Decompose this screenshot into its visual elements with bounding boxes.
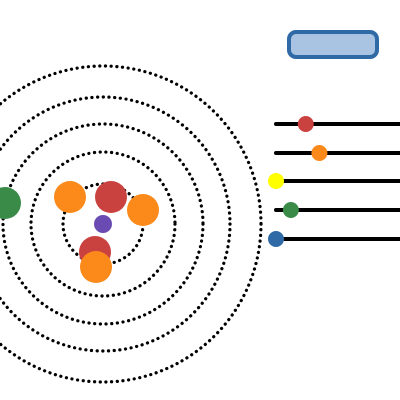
orbit-body-green-1[interactable] (0, 187, 21, 219)
slider-green[interactable] (274, 202, 400, 218)
orbit-ring-3 (1, 122, 205, 326)
action-button[interactable] (287, 30, 379, 59)
slider-blue[interactable] (268, 231, 400, 247)
slider-knob-orange[interactable] (311, 145, 328, 161)
slider-red[interactable] (274, 116, 400, 132)
slider-yellow[interactable] (268, 173, 400, 189)
slider-knob-green[interactable] (282, 202, 299, 218)
orbit-body-red-1[interactable] (95, 181, 127, 213)
nucleus-dot (94, 215, 112, 233)
orbit-rings (0, 64, 263, 384)
slider-knob-blue[interactable] (268, 231, 284, 247)
orbit-bodies (0, 181, 159, 283)
orbit-ring-2 (29, 150, 177, 298)
orbit-ring-5 (0, 64, 263, 384)
orbit-body-orange-2[interactable] (127, 194, 159, 226)
orbit-ring-4 (0, 95, 232, 353)
orbit-body-orange-3[interactable] (80, 251, 112, 283)
slider-knob-yellow[interactable] (268, 173, 284, 189)
slider-orange[interactable] (274, 145, 400, 161)
slider-knob-red[interactable] (297, 116, 314, 132)
orbit-body-orange-1[interactable] (54, 181, 86, 213)
slider-panel (268, 116, 400, 247)
